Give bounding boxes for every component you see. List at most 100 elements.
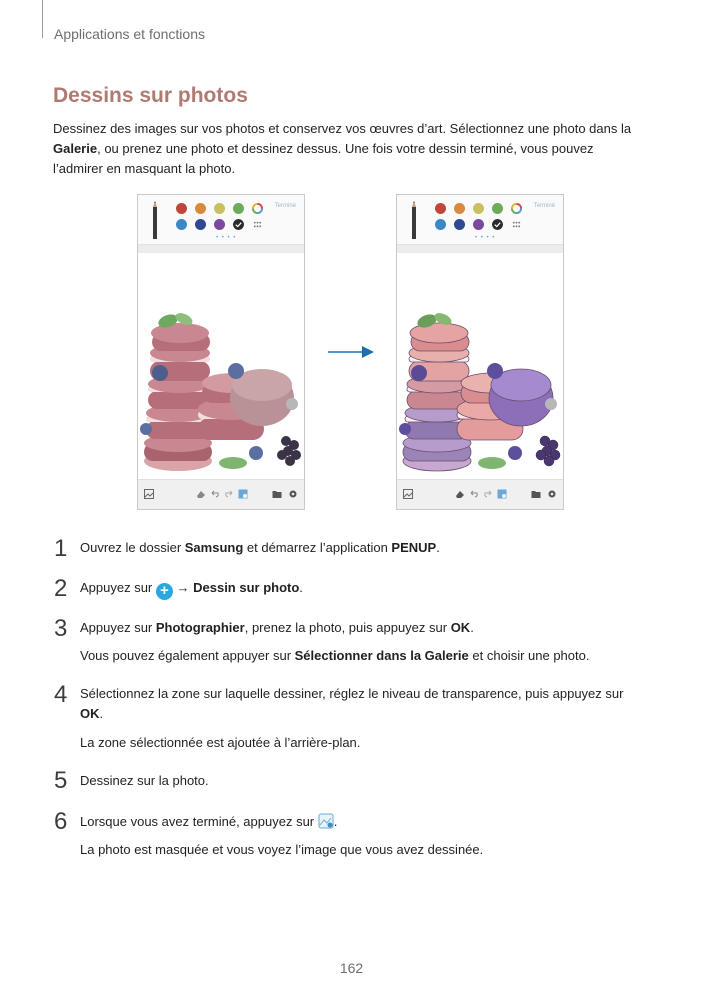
step-text-part: Appuyez sur [80, 620, 156, 635]
note-text-part: et choisir une photo. [468, 648, 590, 663]
mask-icon [318, 813, 334, 829]
folder-icon[interactable] [272, 489, 282, 499]
screenshot-after: • • • • Terminé [396, 194, 564, 510]
bottom-toolbar [138, 479, 304, 509]
step-number: 6 [54, 808, 68, 835]
undo-icon[interactable] [210, 489, 220, 499]
step-number: 3 [54, 615, 68, 642]
eraser-icon[interactable] [196, 489, 206, 499]
pager-dots: • • • • [475, 235, 496, 241]
eraser-icon[interactable] [455, 489, 465, 499]
step-text-part: Sélectionnez la zone sur laquelle dessin… [80, 686, 624, 701]
step-text-part: . [436, 540, 440, 555]
step-text-part: . [333, 814, 338, 829]
color-toolbar: • • • • Terminé [397, 195, 563, 245]
step-text-part: et démarrez l’application [243, 540, 392, 555]
header-rule [42, 0, 43, 38]
edit-icon[interactable] [286, 398, 298, 410]
color-swatch[interactable] [435, 219, 446, 230]
step-4-note: La zone sélectionnée est ajoutée à l’arr… [80, 735, 361, 750]
step-bold-term: Dessin sur photo [193, 580, 300, 595]
step-number: 2 [54, 575, 68, 602]
screenshot-before: • • • • Terminé [137, 194, 305, 510]
note-bold-term: Sélectionner dans la Galerie [294, 648, 469, 663]
macaron-photo [140, 313, 301, 471]
color-wheel-icon[interactable] [511, 203, 522, 214]
photo-canvas[interactable] [138, 253, 304, 481]
section-title: Dessins sur photos [53, 84, 248, 107]
step-text-part: Dessinez sur la photo. [80, 773, 209, 788]
step-text-part: , prenez la photo, puis appuyez sur [244, 620, 451, 635]
arrow-right-icon [328, 346, 374, 358]
color-swatch[interactable] [473, 203, 484, 214]
toolbar-divider [138, 245, 304, 253]
redo-icon[interactable] [224, 489, 234, 499]
settings-icon[interactable] [547, 489, 557, 499]
color-swatch[interactable] [176, 219, 187, 230]
color-swatch[interactable] [233, 203, 244, 214]
page-number: 162 [339, 960, 364, 976]
color-swatch[interactable] [214, 203, 225, 214]
color-swatch[interactable] [473, 219, 484, 230]
step-6-text: Lorsque vous avez terminé, appuyez sur . [80, 812, 640, 832]
step-text-part: Appuyez sur [80, 580, 156, 595]
intro-bold-galerie: Galerie [53, 141, 98, 156]
settings-icon[interactable] [288, 489, 298, 499]
step-bold-term: Samsung [184, 540, 244, 555]
mask-icon[interactable] [238, 489, 248, 499]
color-swatch[interactable] [435, 203, 446, 214]
gallery-icon[interactable] [403, 489, 413, 499]
step-6-note: La photo est masquée et vous voyez l’ima… [80, 842, 484, 857]
intro-text-2: , ou prenez une photo et dessinez dessus… [53, 141, 594, 176]
step-text-part: . [99, 706, 104, 721]
edit-icon[interactable] [545, 398, 557, 410]
step-4-text: Sélectionnez la zone sur laquelle dessin… [80, 684, 640, 724]
macaron-drawing [399, 313, 561, 472]
toolbar-divider [397, 245, 563, 253]
done-button[interactable]: Terminé [533, 203, 555, 209]
color-swatch[interactable] [176, 203, 187, 214]
step-text-part: Ouvrez le dossier [80, 540, 185, 555]
bottom-toolbar [397, 479, 563, 509]
step-bold-term: OK [80, 706, 100, 721]
step-3-note: Vous pouvez également appuyer sur Sélect… [80, 646, 640, 666]
note-text-part: Vous pouvez également appuyer sur [80, 648, 295, 663]
checkmark-icon[interactable] [233, 219, 244, 230]
color-swatch[interactable] [454, 203, 465, 214]
step-text-part: . [299, 580, 303, 595]
gallery-icon[interactable] [144, 489, 154, 499]
pencil-icon [412, 201, 416, 239]
color-swatch[interactable] [214, 219, 225, 230]
step-text-part: → [172, 580, 194, 595]
running-head: Applications et fonctions [54, 26, 205, 42]
done-button[interactable]: Terminé [274, 203, 296, 209]
step-text-part: . [470, 620, 474, 635]
checkmark-icon[interactable] [492, 219, 503, 230]
more-icon[interactable] [511, 219, 522, 230]
color-swatch[interactable] [195, 219, 206, 230]
color-swatch[interactable] [454, 219, 465, 230]
intro-paragraph: Dessinez des images sur vos photos et co… [53, 119, 643, 179]
color-swatch[interactable] [492, 203, 503, 214]
color-toolbar: • • • • Terminé [138, 195, 304, 245]
step-bold-term: Photographier [155, 620, 245, 635]
color-swatch[interactable] [195, 203, 206, 214]
more-icon[interactable] [252, 219, 263, 230]
step-number: 4 [54, 681, 68, 708]
undo-icon[interactable] [469, 489, 479, 499]
step-number: 5 [54, 767, 68, 794]
photo-canvas[interactable] [397, 253, 563, 481]
step-bold-term: OK [450, 620, 471, 635]
step-3-text: Appuyez sur Photographier, prenez la pho… [80, 618, 640, 638]
color-wheel-icon[interactable] [252, 203, 263, 214]
folder-icon[interactable] [531, 489, 541, 499]
step-2-text: Appuyez sur + → Dessin sur photo. [80, 578, 640, 600]
step-text-part: Lorsque vous avez terminé, appuyez sur [80, 814, 318, 829]
step-5-text: Dessinez sur la photo. [80, 771, 640, 791]
redo-icon[interactable] [483, 489, 493, 499]
pencil-icon [153, 201, 157, 239]
intro-text-1: Dessinez des images sur vos photos et co… [53, 121, 632, 136]
plus-icon: + [155, 583, 173, 600]
mask-icon[interactable] [497, 489, 507, 499]
pager-dots: • • • • [216, 235, 237, 241]
